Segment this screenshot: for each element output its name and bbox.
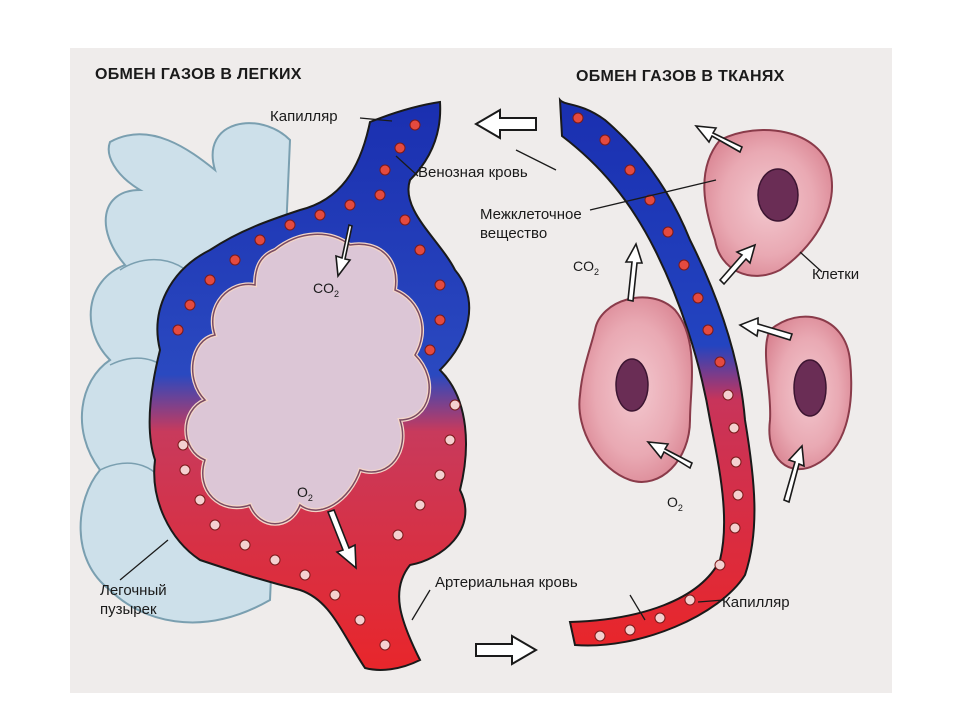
co2-tissue-label: CO2 — [573, 258, 600, 277]
o2-lung-label: O2 — [297, 484, 313, 503]
arterial-blood-label: Артериальная кровь — [435, 574, 578, 591]
lungs-title: ОБМЕН ГАЗОВ В ЛЕГКИХ — [95, 66, 302, 83]
tissue-cells — [578, 129, 853, 483]
diagram-scan: ОБМЕН ГАЗОВ В ЛЕГКИХ ОБМЕН ГАЗОВ В ТКАНЯ… — [70, 48, 892, 693]
capillary-bottom-label: Капилляр — [722, 594, 790, 611]
intercellular-label-line1: Межклеточное — [480, 206, 582, 223]
tissue-capillary — [558, 97, 756, 647]
capillary-top-label: Капилляр — [270, 108, 338, 125]
co2-lung-label: CO2 — [313, 280, 340, 299]
tissues-title: ОБМЕН ГАЗОВ В ТКАНЯХ — [576, 68, 785, 85]
cells-label: Клетки — [812, 266, 860, 283]
o2-tissue-label: O2 — [667, 494, 683, 513]
tissue-blood-cells — [572, 112, 744, 642]
gas-arrows — [326, 125, 805, 570]
arrow-venous-return — [474, 108, 537, 140]
leader-lines — [119, 117, 823, 621]
arrow-arterial-flow — [475, 634, 538, 666]
flow-arrows — [474, 108, 538, 666]
alveolus-label-line1: Легочный — [100, 582, 167, 599]
alveolus-label-line2: пузырек — [100, 601, 157, 618]
intercellular-label-line2: вещество — [480, 225, 548, 242]
gas-exchange-illustration — [79, 97, 853, 671]
lung-capillary — [148, 100, 471, 671]
lung-blood-cells — [172, 119, 461, 651]
venous-blood-label: Венозная кровь — [418, 164, 528, 181]
